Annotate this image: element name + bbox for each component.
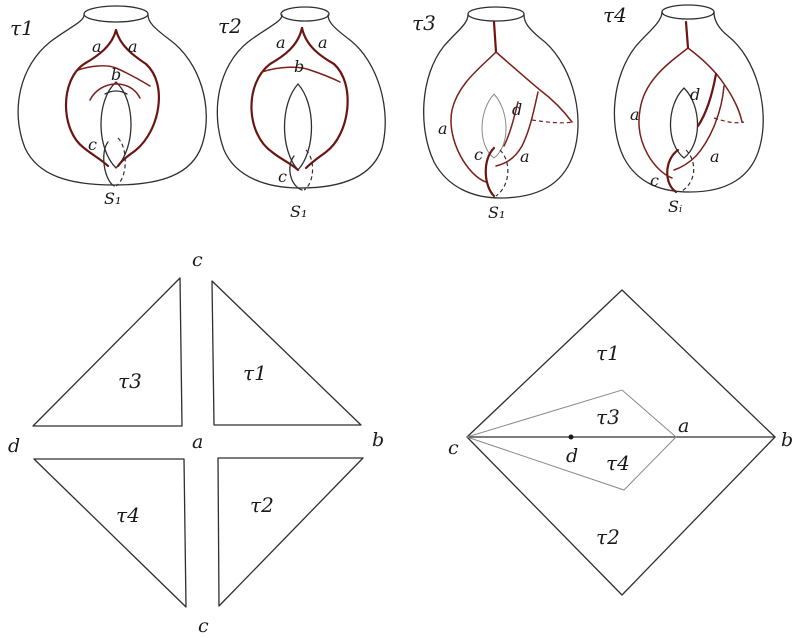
surface-tau-label: τ2 <box>218 14 242 38</box>
label-a: a <box>276 33 286 52</box>
label-c: c <box>278 167 287 186</box>
triangle-tau2 <box>218 458 363 606</box>
region-label-tau1: τ1 <box>596 341 620 365</box>
label-a: a <box>710 147 720 166</box>
meridian <box>290 156 302 190</box>
curve-dashed <box>532 120 574 123</box>
label-d: d <box>690 85 700 104</box>
surface-body <box>217 15 385 188</box>
meridian-dashed <box>496 150 508 196</box>
curve-trunk <box>494 22 496 52</box>
region-label-tau4: τ4 <box>606 451 630 475</box>
vertex-label-right: b <box>372 429 384 451</box>
curve-inner <box>90 84 140 100</box>
label-b: b <box>111 65 121 84</box>
vertex-label-top: c <box>192 249 203 271</box>
vertex-label-bottom: c <box>198 615 209 637</box>
surface-body <box>424 15 578 198</box>
vertex-label-inner: d <box>566 445 578 467</box>
triangle-tau1 <box>212 281 361 425</box>
surface-neck <box>84 6 148 22</box>
vertex-label-left: c <box>448 437 459 459</box>
surface-hole <box>101 82 131 168</box>
surface-tau1: τ1 a a b c S₁ <box>10 6 206 208</box>
curve-trunk <box>686 22 688 48</box>
surface-neck <box>662 5 714 19</box>
curve-a <box>639 48 688 178</box>
label-a: a <box>92 37 102 56</box>
label-b: b <box>294 57 304 76</box>
inner-region-outline <box>467 390 676 490</box>
surface-tau3: τ3 a d c a S₁ <box>412 7 578 222</box>
vertex-label-mid: a <box>678 415 689 437</box>
surface-tau-label: τ3 <box>412 11 436 35</box>
label-s: S₁ <box>488 203 505 222</box>
label-a: a <box>630 105 640 124</box>
surface-tau4: τ4 a d c a Sᵢ <box>603 3 763 216</box>
vertex-label-right: b <box>781 429 793 451</box>
meridian-dashed <box>304 150 313 190</box>
left-complex: c d a b c τ3 τ1 τ4 τ2 <box>8 249 384 637</box>
triangle-label-tau4: τ4 <box>116 503 140 527</box>
surface-neck <box>281 7 329 21</box>
label-d: d <box>512 100 522 119</box>
meridian <box>486 148 494 196</box>
triangle-label-tau3: τ3 <box>118 369 142 393</box>
label-s: S₁ <box>104 189 121 208</box>
region-label-tau3: τ3 <box>596 405 620 429</box>
label-s: S₁ <box>290 202 307 221</box>
label-c: c <box>650 171 659 190</box>
label-a: a <box>318 33 328 52</box>
surface-tau-label: τ4 <box>603 3 627 27</box>
surface-hole <box>285 84 312 170</box>
triangle-tau3 <box>33 278 182 426</box>
curve-d <box>698 74 716 126</box>
vertex-d-dot <box>569 435 574 440</box>
region-label-tau2: τ2 <box>596 525 620 549</box>
label-a: a <box>438 119 448 138</box>
surface-neck <box>468 7 524 21</box>
vertex-label-center: a <box>192 431 203 453</box>
curve-dashed <box>714 118 744 123</box>
triangle-tau4 <box>34 459 186 607</box>
surface-tau-label: τ1 <box>10 16 34 40</box>
label-a: a <box>520 147 530 166</box>
surface-body <box>614 12 763 192</box>
triangle-label-tau2: τ2 <box>250 493 274 517</box>
triangle-label-tau1: τ1 <box>243 361 267 385</box>
surface-tau2: τ2 a a b c S₁ <box>217 7 385 221</box>
label-a: a <box>128 37 138 56</box>
diamond-outline <box>467 290 775 595</box>
label-c: c <box>474 145 483 164</box>
meridian <box>667 150 678 192</box>
right-complex: c a b d τ1 τ3 τ4 τ2 <box>448 290 793 595</box>
label-s: Sᵢ <box>668 197 682 216</box>
label-c: c <box>88 135 97 154</box>
vertex-label-left: d <box>8 435 20 457</box>
